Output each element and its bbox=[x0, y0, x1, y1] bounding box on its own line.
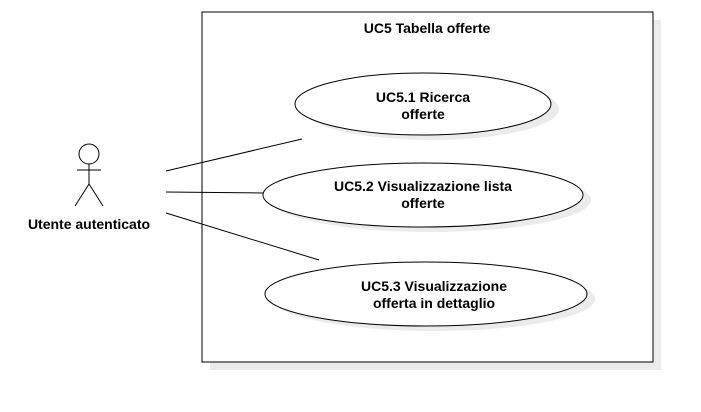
actor-label: Utente autenticato bbox=[28, 216, 150, 232]
use-case-uc5-3-ellipse bbox=[264, 261, 588, 327]
use-case-uc5-2-ellipse bbox=[262, 162, 584, 228]
use-case-uc5-1-ellipse bbox=[294, 72, 552, 136]
use-case-uc5-1[interactable]: UC5.1 Ricerca offerte bbox=[294, 72, 559, 140]
use-case-uc5-1-label-line1: UC5.1 Ricerca bbox=[376, 89, 470, 105]
system-title: UC5 Tabella offerte bbox=[364, 20, 491, 36]
use-case-uc5-3-label-line2: offerta in dettaglio bbox=[373, 295, 495, 311]
actor-stick-figure-icon[interactable] bbox=[74, 143, 104, 207]
association-line-uc5-3 bbox=[165, 212, 320, 261]
use-case-uc5-3-label-line1: UC5.3 Visualizzazione bbox=[361, 278, 507, 294]
actor-right-leg bbox=[88, 183, 104, 207]
association-line-uc5-1 bbox=[165, 138, 303, 172]
association-line-uc5-2 bbox=[165, 191, 264, 194]
use-case-uc5-2[interactable]: UC5.2 Visualizzazione lista offerte bbox=[262, 162, 591, 232]
use-case-uc5-1-label-line2: offerte bbox=[401, 106, 445, 122]
actor-left-leg bbox=[74, 183, 90, 207]
use-case-uc5-3[interactable]: UC5.3 Visualizzazione offerta in dettagl… bbox=[264, 261, 595, 331]
use-case-uc5-2-label-line2: offerte bbox=[401, 195, 445, 211]
use-case-uc5-2-label-line1: UC5.2 Visualizzazione lista bbox=[334, 178, 512, 194]
actor-head bbox=[78, 143, 100, 165]
